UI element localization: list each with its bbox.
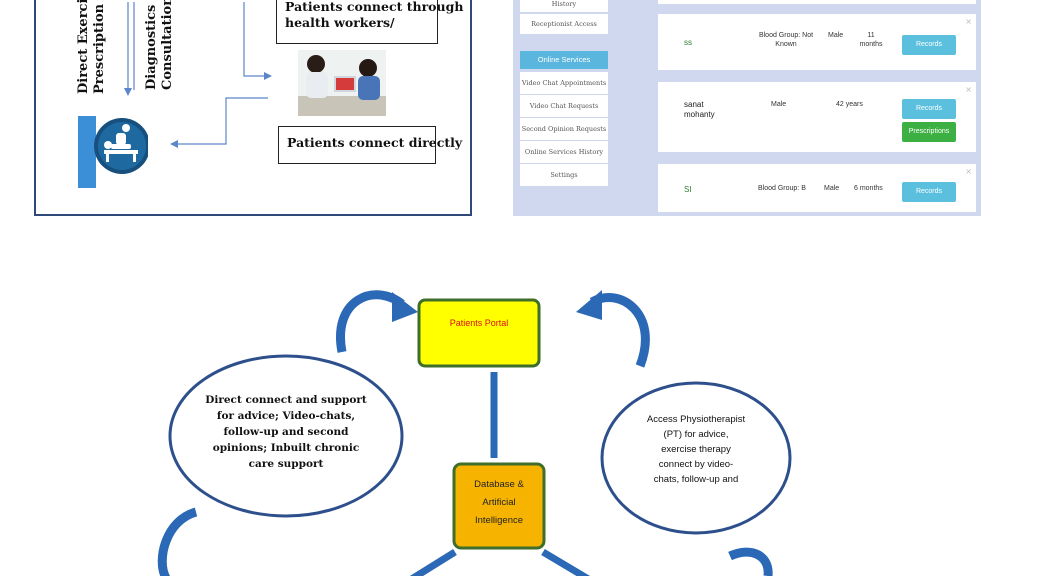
patient-age: 6 months — [854, 185, 883, 192]
patient-age: 42 years — [836, 101, 863, 108]
patient-gender: Male — [771, 101, 787, 108]
patient-card: × sanat mohanty Male 42 years Records Pr… — [658, 82, 976, 152]
right-bubble-text: Access Physiotherapist (PT) for advice, … — [646, 414, 746, 485]
sidebar: History Receptionist Access Online Servi… — [520, 0, 608, 186]
curved-arrowhead-left-top — [392, 292, 418, 322]
flow-arrowhead-right — [264, 72, 272, 80]
patient-name: ss — [684, 38, 692, 47]
patient-card: × ss Blood Group: Not Known Male 11 mont… — [658, 14, 976, 70]
connector-db-left — [409, 549, 457, 576]
database-box — [452, 462, 546, 550]
prescriptions-button[interactable]: Prescriptions — [902, 122, 956, 142]
patient-name: sanat mohanty — [684, 100, 715, 119]
flow-line-to-icon — [178, 97, 268, 145]
left-bubble-text: Direct connect and support for advice; V… — [205, 394, 367, 470]
app-screenshot: History Receptionist Access Online Servi… — [513, 0, 981, 216]
patients-portal-box — [417, 298, 541, 368]
records-button[interactable]: Records — [902, 182, 956, 202]
patient-blood-group: Blood Group: B — [758, 185, 806, 192]
records-button[interactable]: Records — [902, 35, 956, 55]
right-bubble — [600, 381, 792, 535]
patient-blood-group: Blood Group: Not Known — [758, 32, 814, 48]
physiotherapy-icon — [78, 116, 148, 188]
box-patients-direct: Patients connect directly — [278, 126, 462, 164]
patient-name: SI — [684, 185, 692, 194]
patient-gender: Male — [828, 32, 844, 39]
patients-portal-label: Patients Portal — [449, 318, 509, 328]
curved-arrow-right-bottom — [728, 547, 773, 576]
sidebar-item-video-chat-requests[interactable]: Video Chat Requests — [520, 95, 608, 117]
flow-arrowhead-left — [170, 140, 178, 148]
flow-arrows — [124, 2, 272, 148]
sidebar-item-video-chat-appointments[interactable]: Video Chat Appointments — [520, 72, 608, 94]
box-health-workers: Patients connect through health workers/ — [276, 0, 463, 44]
flow-line-to-photo — [243, 2, 264, 77]
flow-panel: Direct Exercise Prescription to Diagnost… — [34, 0, 472, 216]
sidebar-item-history[interactable]: History — [520, 0, 608, 12]
left-bubble — [168, 354, 404, 518]
close-icon[interactable]: × — [965, 85, 972, 94]
patient-gender: Male — [824, 185, 840, 192]
sidebar-online-services-header[interactable]: Online Services — [520, 51, 608, 69]
patient-card: × SI Blood Group: B Male 6 months Record… — [658, 164, 976, 212]
connector-db-right — [541, 548, 591, 576]
patient-age: 11 months — [859, 32, 883, 48]
sidebar-item-second-opinion[interactable]: Second Opinion Requests — [520, 118, 608, 140]
records-button[interactable]: Records — [902, 99, 956, 119]
clinician-photo-icon — [298, 50, 386, 116]
database-label: Database & Artificial Intelligence — [474, 479, 524, 526]
sidebar-item-online-history[interactable]: Online Services History — [520, 141, 608, 163]
close-icon[interactable]: × — [965, 167, 972, 176]
close-icon[interactable]: × — [965, 17, 972, 26]
patient-card-partial — [658, 0, 976, 4]
curved-arrow-left-bottom — [157, 507, 198, 576]
sidebar-item-receptionist[interactable]: Receptionist Access — [520, 14, 608, 34]
flow-arrowhead-down — [124, 88, 132, 96]
sidebar-item-settings[interactable]: Settings — [520, 164, 608, 186]
curved-arrowhead-right-top — [576, 290, 602, 320]
